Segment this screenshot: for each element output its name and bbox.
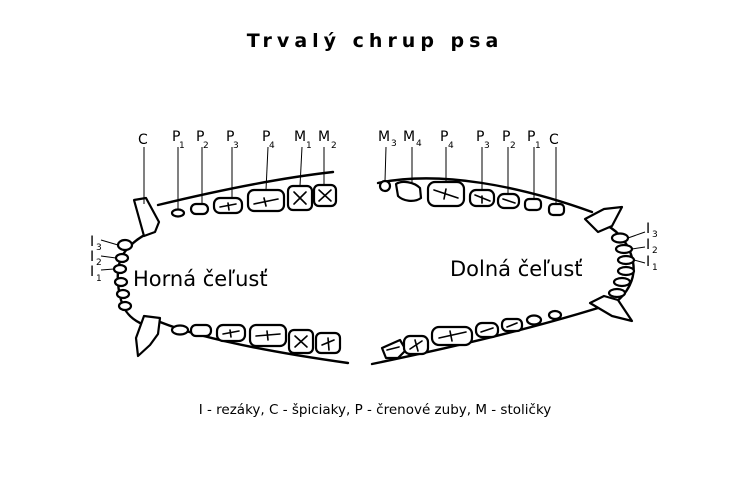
- lower-left-incisor-b: [115, 288, 131, 300]
- svg-text:3: 3: [652, 230, 658, 240]
- svg-text:M: M: [403, 129, 415, 145]
- upper-left-i2: [114, 252, 130, 264]
- upper-left-p1: [170, 208, 186, 218]
- lower-right-canine-upper: [583, 205, 624, 234]
- upper-label-m2: M 2: [318, 129, 337, 151]
- svg-text:P: P: [527, 129, 535, 145]
- lower-label-p2: P 2: [502, 129, 516, 151]
- upper-left-outline: [116, 230, 152, 325]
- right-m4: [394, 180, 423, 202]
- upper-label-m1: M 1: [294, 129, 312, 151]
- svg-text:I: I: [646, 237, 650, 253]
- lower-label-m4: M 4: [403, 129, 422, 149]
- lower-left-incisor-c: [117, 300, 133, 312]
- svg-text:I: I: [90, 234, 94, 250]
- lower-jaw-label: Dolná čeľusť: [450, 257, 583, 281]
- legend-text: I - rezáky, C - špiciaky, P - črenové zu…: [198, 402, 552, 418]
- upper-jaw-label: Horná čeľusť: [133, 267, 268, 291]
- right-c-small: [547, 202, 566, 217]
- lower-right-gum-line-top: [376, 177, 594, 214]
- svg-text:3: 3: [96, 243, 102, 253]
- svg-text:P: P: [172, 129, 180, 145]
- svg-text:1: 1: [306, 141, 312, 151]
- svg-text:1: 1: [535, 141, 541, 151]
- svg-text:P: P: [226, 129, 234, 145]
- lower-label-p3: P 3: [476, 129, 490, 151]
- right-incisor-f: [607, 287, 627, 299]
- svg-text:M: M: [294, 129, 306, 145]
- upper-label-p2: P 2: [196, 129, 209, 151]
- svg-text:4: 4: [448, 141, 454, 151]
- lower-right-canine-lower: [588, 294, 634, 323]
- upper-left-gum-line: [156, 170, 335, 207]
- svg-text:3: 3: [484, 141, 490, 151]
- svg-text:2: 2: [510, 141, 516, 151]
- upper-left-p4: [246, 188, 286, 213]
- lower-left-incisor-a: [113, 276, 129, 288]
- right-bottom-p1: [525, 314, 543, 326]
- upper-left-i3: [116, 238, 134, 252]
- upper-label-c: C: [138, 132, 148, 148]
- lower-label-p4: P 4: [440, 129, 454, 151]
- right-i3: [610, 232, 630, 244]
- incisor-label-left-i3: I 3: [90, 234, 102, 253]
- right-i2: [614, 243, 634, 255]
- incisor-label-left-i1: I 1: [90, 264, 102, 284]
- upper-left-p2: [189, 202, 210, 216]
- svg-text:2: 2: [331, 141, 337, 151]
- svg-text:4: 4: [269, 141, 275, 151]
- incisor-label-right-i3: I 3: [646, 221, 658, 240]
- svg-text:2: 2: [203, 141, 209, 151]
- incisor-label-right-i1: I 1: [646, 254, 658, 273]
- right-m3: [378, 179, 392, 193]
- right-p1: [523, 197, 543, 212]
- svg-text:3: 3: [391, 139, 397, 149]
- svg-text:P: P: [476, 129, 484, 145]
- incisor-label-left-i2: I 2: [90, 249, 102, 268]
- svg-text:3: 3: [233, 141, 239, 151]
- upper-left-canine: [132, 196, 161, 238]
- svg-text:2: 2: [652, 246, 658, 256]
- lower-left-p1: [170, 324, 190, 336]
- lower-label-c: C: [549, 132, 559, 148]
- upper-label-p1: P 1: [172, 129, 185, 151]
- lower-left-p2: [189, 323, 213, 338]
- lower-left-canine: [134, 314, 162, 358]
- lower-label-m3: M 3: [378, 129, 397, 149]
- svg-text:C: C: [138, 132, 148, 148]
- right-incisor-e: [612, 276, 632, 288]
- upper-left-i1: [112, 263, 128, 275]
- svg-text:I: I: [90, 249, 94, 265]
- svg-text:P: P: [196, 129, 204, 145]
- svg-text:2: 2: [96, 258, 102, 268]
- upper-label-p4: P 4: [262, 129, 275, 151]
- svg-text:4: 4: [416, 139, 422, 149]
- svg-text:I: I: [646, 254, 650, 270]
- svg-text:P: P: [502, 129, 510, 145]
- svg-text:1: 1: [179, 141, 185, 151]
- svg-text:P: P: [262, 129, 270, 145]
- svg-text:1: 1: [96, 274, 102, 284]
- right-incisor-d: [616, 265, 636, 277]
- svg-text:M: M: [378, 129, 390, 145]
- right-i1: [616, 254, 636, 266]
- svg-text:M: M: [318, 129, 330, 145]
- diagram-title: Trvalý chrup psa: [246, 30, 504, 52]
- lower-label-p1: P 1: [527, 129, 541, 151]
- svg-text:P: P: [440, 129, 448, 145]
- svg-text:I: I: [646, 221, 650, 237]
- right-bottom-p4: [430, 325, 474, 347]
- svg-text:I: I: [90, 264, 94, 280]
- upper-label-p3: P 3: [226, 129, 239, 151]
- svg-text:C: C: [549, 132, 559, 148]
- right-bottom-small: [547, 309, 563, 321]
- svg-text:1: 1: [652, 263, 658, 273]
- incisor-label-right-i2: I 2: [646, 237, 658, 256]
